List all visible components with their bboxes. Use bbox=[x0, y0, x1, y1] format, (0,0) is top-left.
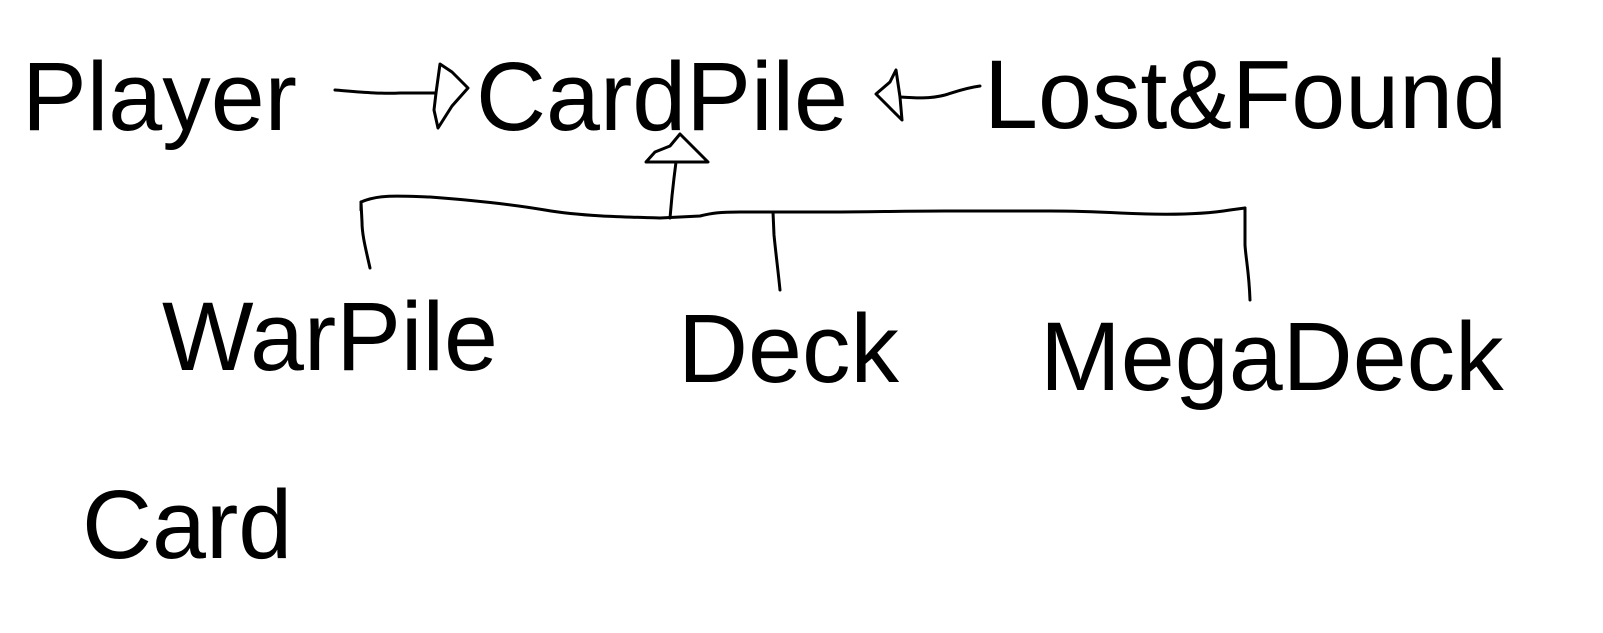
edge-tree-bar bbox=[359, 194, 1247, 270]
node-player: Player bbox=[22, 42, 297, 151]
node-megadeck: MegaDeck bbox=[1040, 302, 1504, 411]
node-deck: Deck bbox=[678, 294, 899, 403]
edge-deck-cardpile bbox=[771, 210, 782, 292]
arrowhead-tree-cardpile bbox=[644, 132, 710, 164]
edge-megadeck-cardpile bbox=[1243, 206, 1252, 302]
arrowhead-player-cardpile bbox=[432, 62, 470, 130]
node-warpile: WarPile bbox=[162, 282, 498, 391]
edge-player-cardpile bbox=[333, 88, 438, 95]
arrowhead-lostfound-cardpile bbox=[874, 68, 904, 122]
edge-lostfound-cardpile bbox=[898, 84, 982, 100]
node-card: Card bbox=[82, 470, 292, 579]
node-lostfound: Lost&Found bbox=[984, 40, 1507, 149]
edge-tree-to-cardpile bbox=[668, 160, 678, 220]
node-cardpile: CardPile bbox=[476, 42, 848, 151]
